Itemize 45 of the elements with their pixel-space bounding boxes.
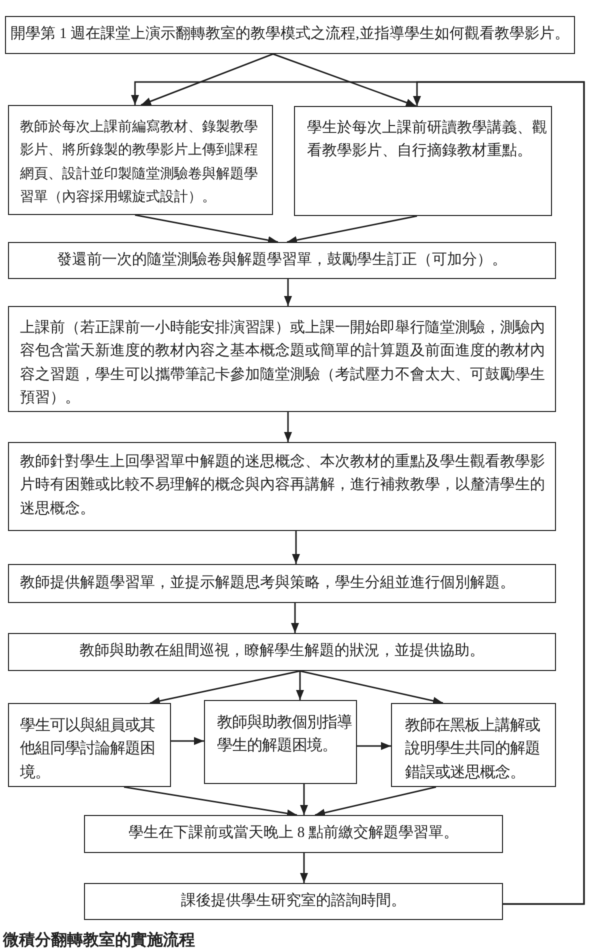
- process-box: [8, 306, 556, 412]
- process-box: [204, 700, 357, 784]
- arrow: [300, 784, 308, 815]
- arrow: [272, 53, 416, 107]
- arrow: [314, 786, 436, 817]
- process-box: [8, 242, 556, 279]
- process-box: [8, 633, 556, 671]
- arrow: [124, 786, 298, 818]
- step-text: 學生可以與組員或其他組同學討論解題困境。: [20, 716, 156, 783]
- arrow: [140, 53, 274, 106]
- process-box: [8, 105, 273, 215]
- process-box: [8, 564, 556, 603]
- step-text: 學生於每次上課前研讀教學講義、觀看教學影片、自行摘錄教材重點。: [307, 118, 548, 162]
- process-box: [8, 703, 171, 787]
- step-text: 開學第 1 週在課堂上演示翻轉教室的教學模式之流程,並指導學生如何觀看教學影片。: [10, 24, 570, 44]
- step-text: 教師在黑板上講解或說明學生共同的解題錯誤或迷思概念。: [405, 716, 541, 783]
- arrow: [171, 737, 204, 745]
- step-text: 教師與助教在組間巡視，瞭解學生解題的狀況，並提供協助。: [78, 642, 486, 662]
- arrow: [300, 670, 444, 705]
- step-text: 上課前（若正課前一小時能安排演習課）或上課一開始即舉行隨堂測驗，測驗內容包含當天新進度的教材內容之基本概念題或簡單的計算題及前面進度的教材內容之習題，學生可以攜帶筆記卡參加隨堂測驗（考試壓力不會太大、可鼓勵學生預習）。: [20, 318, 546, 408]
- step-text: 學生在下課前或當天晚上 8 點前繳交解題學習單。: [128, 823, 460, 844]
- step-text: 教師於每次上課前編寫教材、錄製教學影片、將所錄製的教學影片上傳到課程網頁、設計並印製隨堂測驗卷與解題學習單（內容採用螺旋式設計）。: [20, 118, 259, 208]
- process-box: [391, 703, 556, 787]
- step-text: 發還前一次的隨堂測驗卷與解題學習單，鼓勵學生訂正（可加分）。: [56, 250, 508, 270]
- process-box: [84, 883, 503, 920]
- process-box: [84, 815, 503, 853]
- process-box: [8, 442, 556, 531]
- step-text: 教師與助教個別指導學生的解題困境。: [217, 713, 352, 756]
- arrow: [292, 531, 300, 564]
- arrow: [284, 412, 292, 442]
- arrow: [134, 214, 278, 244]
- process-box: [294, 106, 552, 216]
- figure-caption: 微積分翻轉教室的實施流程: [3, 931, 195, 951]
- step-text: 教師針對學生上回學習單中解題的迷思概念、本次教材的重點及學生觀看教學影片時有困難或比較不易理解的概念與內容再講解，進行補救教學，以釐清學生的迷思概念。: [20, 452, 546, 519]
- arrow: [150, 670, 300, 705]
- step-text: 課後提供學生研究室的諮詢時間。: [180, 891, 407, 911]
- arrow: [357, 742, 391, 750]
- arrow: [413, 81, 585, 905]
- process-box: [5, 16, 575, 54]
- arrow: [296, 671, 304, 700]
- arrow: [286, 215, 418, 244]
- arrow: [300, 853, 308, 883]
- arrow: [291, 603, 299, 633]
- arrow: [284, 279, 292, 306]
- step-text: 教師提供解題學習單，並提示解題思考與策略，學生分組並進行個別解題。: [20, 574, 516, 593]
